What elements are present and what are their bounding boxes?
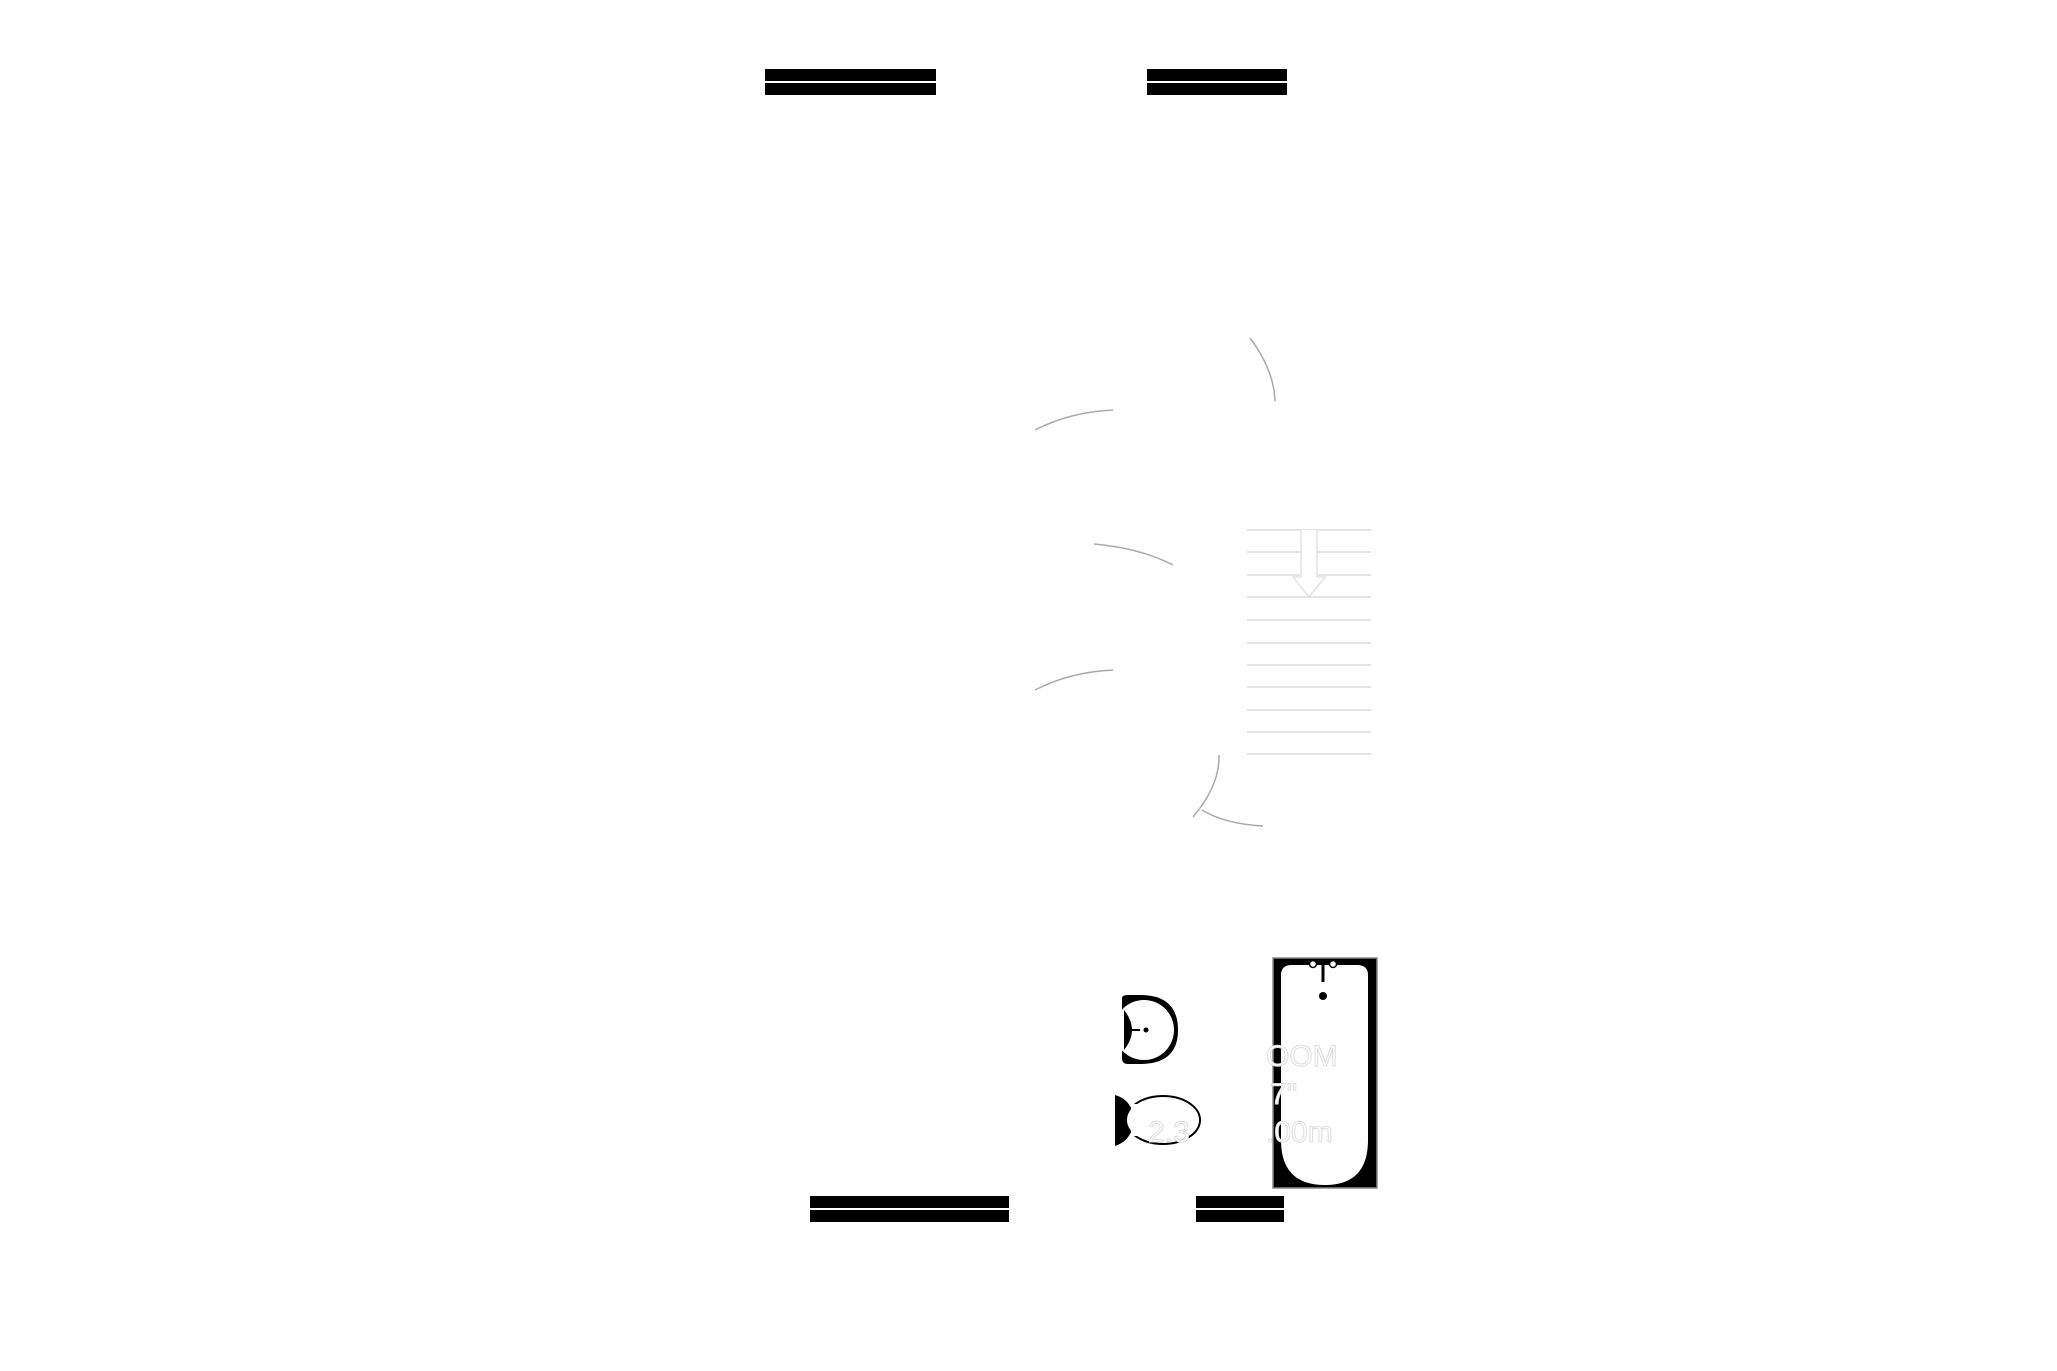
window-top-left bbox=[765, 69, 936, 95]
door-swing-arc bbox=[1034, 409, 1114, 431]
door-swing-arc bbox=[1249, 337, 1276, 402]
door-swing-arc bbox=[1192, 754, 1220, 818]
room-label: BATHROOM bbox=[1060, 904, 1231, 937]
bathtub bbox=[1272, 957, 1378, 1189]
window-top-right bbox=[1147, 69, 1287, 95]
sink bbox=[1114, 995, 1178, 1064]
room-label-fragment: .00m bbox=[1266, 1116, 1333, 1149]
room-label-fragment: OOM bbox=[1266, 1040, 1338, 1073]
door-swing-arc bbox=[1034, 669, 1114, 691]
staircase bbox=[1247, 529, 1371, 755]
window-bottom-right bbox=[1196, 1196, 1284, 1222]
window-bottom-left bbox=[810, 1196, 1009, 1222]
door-swing-arc bbox=[1201, 809, 1264, 827]
stair-direction-arrow-icon bbox=[1291, 530, 1327, 599]
room-label-fragment: 2.3 bbox=[1148, 1116, 1190, 1149]
toilet bbox=[1115, 1095, 1201, 1146]
door-swing-arc bbox=[1093, 543, 1174, 566]
room-label-fragment: 7" bbox=[1270, 1078, 1297, 1111]
